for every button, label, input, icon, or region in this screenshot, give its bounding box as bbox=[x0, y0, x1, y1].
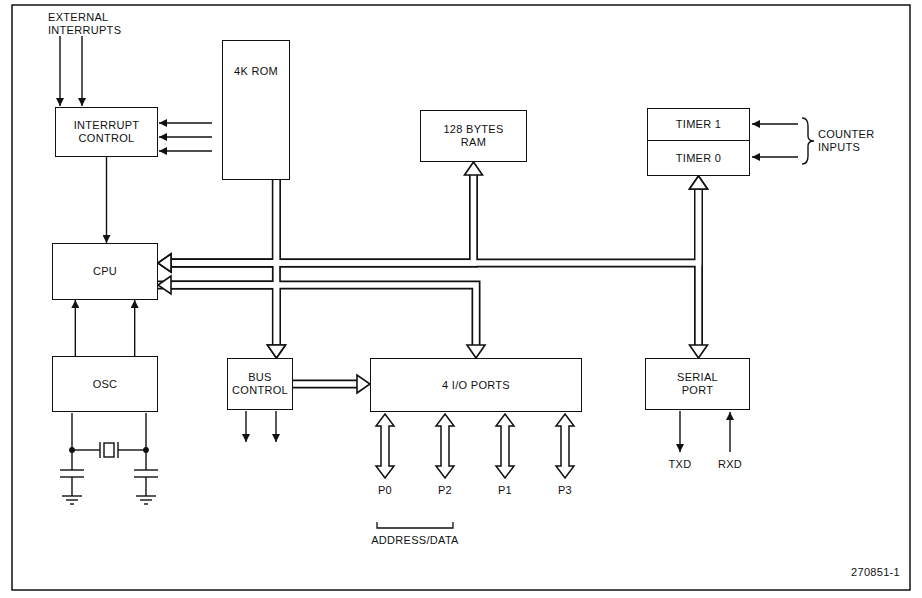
counter-inputs bbox=[752, 118, 814, 164]
port-arrows bbox=[376, 414, 574, 478]
box-label: SERIAL PORT bbox=[665, 371, 730, 397]
arrow-head bbox=[690, 345, 708, 358]
serial-port-box: SERIAL PORT bbox=[645, 358, 750, 410]
serial-lines bbox=[680, 411, 730, 452]
bus-connector bbox=[169, 285, 476, 347]
pin-name: RXD bbox=[710, 458, 750, 471]
bus-connector bbox=[169, 173, 474, 263]
bus-connector bbox=[293, 380, 359, 389]
arrow-head bbox=[267, 345, 285, 358]
signal-connector bbox=[134, 300, 135, 356]
bus-label: ADDRESS/DATA bbox=[360, 534, 470, 547]
interrupt-control-box: INTERRUPT CONTROL bbox=[55, 107, 158, 157]
port-name: P1 bbox=[485, 484, 525, 497]
bus-control-box: BUS CONTROL bbox=[227, 358, 293, 410]
bus-connector bbox=[158, 285, 277, 347]
pin-name: TXD bbox=[660, 458, 700, 471]
arrow-head bbox=[690, 176, 708, 189]
box-label: CPU bbox=[93, 265, 117, 278]
arrow-head bbox=[158, 254, 171, 272]
ram-box: 128 BYTES RAM bbox=[420, 110, 527, 162]
signal-label: EXTERNAL INTERRUPTS bbox=[48, 11, 138, 37]
box-label: TIMER 1 bbox=[676, 118, 722, 131]
crystal-circuit bbox=[60, 413, 158, 504]
port-name: P2 bbox=[425, 484, 465, 497]
oscillator-box: OSC bbox=[52, 356, 158, 412]
timer-box: TIMER 0 bbox=[647, 140, 750, 176]
bus-control-outputs bbox=[246, 411, 276, 442]
io-ports-box: 4 I/O PORTS bbox=[370, 358, 582, 412]
arrow-head bbox=[158, 276, 171, 294]
box-label: TIMER 0 bbox=[676, 152, 722, 165]
bus-connector-core bbox=[696, 186, 702, 348]
signal-connector bbox=[75, 300, 76, 356]
arrow-head bbox=[158, 254, 171, 272]
port-name: P0 bbox=[365, 484, 405, 497]
bus-connector-core bbox=[168, 172, 474, 263]
bus-connector bbox=[169, 187, 699, 263]
bus-connector-core bbox=[293, 381, 360, 387]
cpu-box: CPU bbox=[52, 243, 158, 300]
figure-number: 270851-1 bbox=[820, 566, 900, 579]
box-label: INTERRUPT CONTROL bbox=[65, 119, 148, 145]
signal-connector bbox=[106, 157, 107, 243]
arrow-head bbox=[268, 345, 286, 358]
frame bbox=[12, 5, 910, 590]
bus-connector-core bbox=[168, 186, 699, 263]
bus-connector-core bbox=[168, 285, 476, 348]
box-label: OSC bbox=[93, 378, 118, 391]
bus-connector bbox=[169, 180, 276, 263]
box-label: 128 BYTES RAM bbox=[438, 123, 509, 149]
signal-label: COUNTER INPUTS bbox=[818, 128, 888, 154]
rom-box: 4K ROM bbox=[222, 40, 290, 180]
arrow-head bbox=[467, 345, 485, 358]
box-label: BUS CONTROL bbox=[232, 371, 288, 397]
arrow-head bbox=[465, 162, 483, 175]
bus-connector-core bbox=[158, 285, 277, 348]
port-name: P3 bbox=[545, 484, 585, 497]
arrow-head bbox=[690, 176, 708, 189]
box-label: 4 I/O PORTS bbox=[442, 379, 510, 392]
bus-connector bbox=[694, 187, 703, 347]
arrow-head bbox=[357, 375, 370, 393]
bus-connector-core bbox=[168, 180, 276, 263]
timer-box: TIMER 1 bbox=[647, 108, 750, 141]
bracket bbox=[377, 522, 453, 528]
box-label: 4K ROM bbox=[234, 65, 278, 78]
arrow-head bbox=[158, 254, 171, 272]
bus-connector-core bbox=[274, 180, 280, 348]
